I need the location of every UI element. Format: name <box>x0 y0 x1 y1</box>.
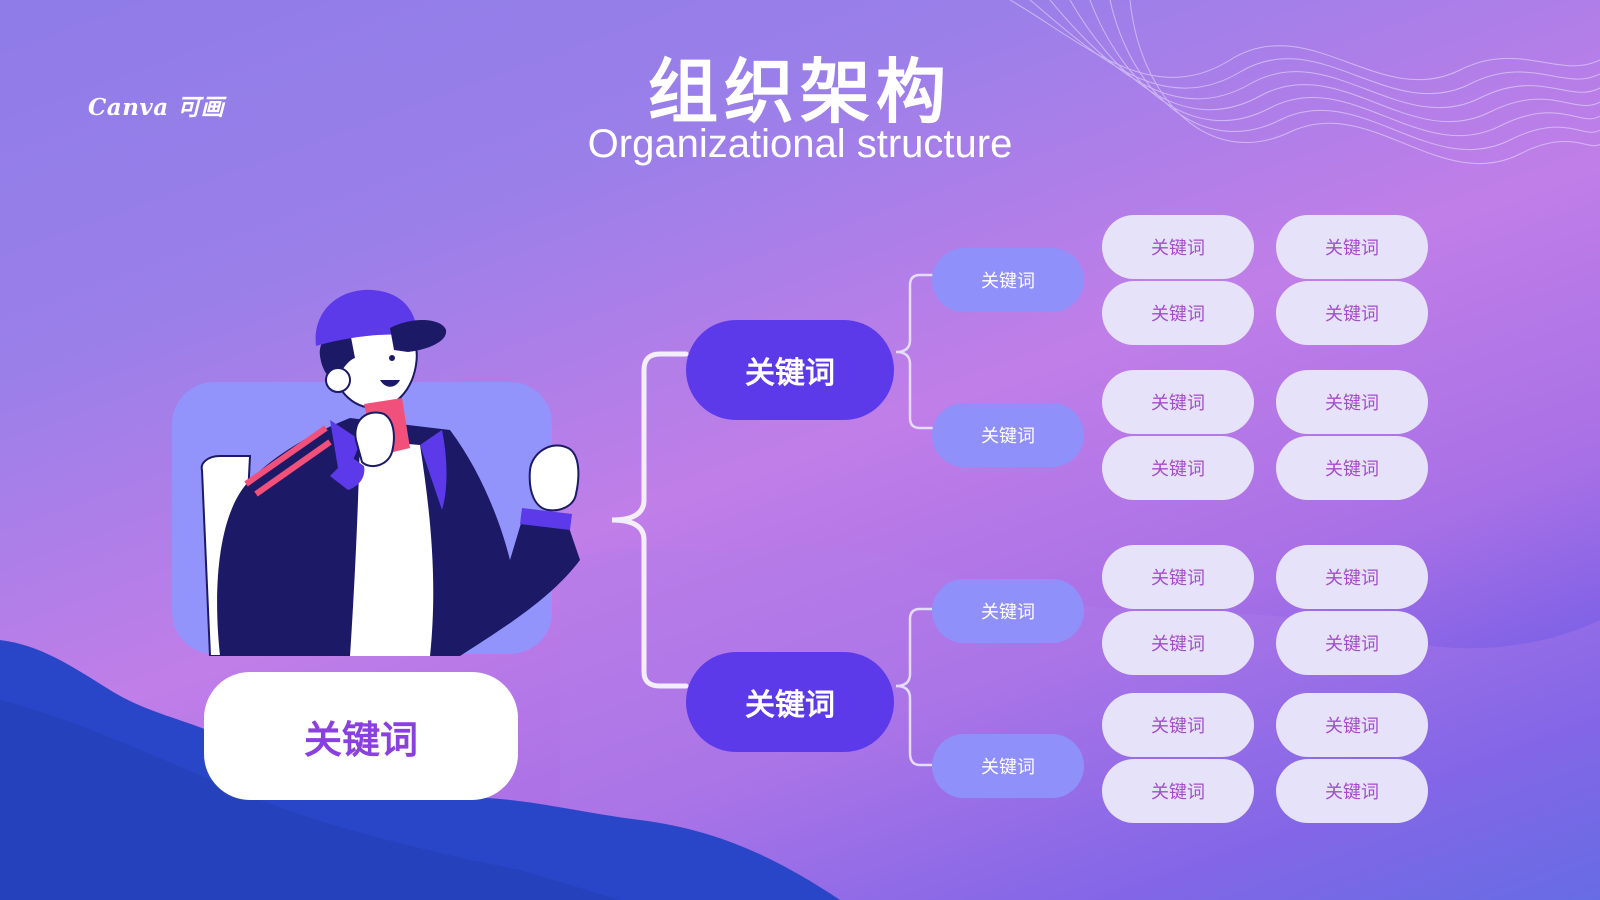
leaf-node: 关键词 <box>1102 545 1254 609</box>
page-title: 组织架构 <box>648 51 952 133</box>
root-keyword-card: 关键词 <box>204 672 518 800</box>
leaf-node: 关键词 <box>1276 759 1428 823</box>
leaf-node: 关键词 <box>1276 611 1428 675</box>
leaf-node: 关键词 <box>1276 693 1428 757</box>
leaf-node: 关键词 <box>1276 370 1428 434</box>
leaf-node: 关键词 <box>1102 370 1254 434</box>
leaf-node: 关键词 <box>1102 436 1254 500</box>
leaf-node: 关键词 <box>1102 611 1254 675</box>
leaf-node: 关键词 <box>1102 281 1254 345</box>
mountain-near-shade <box>0 700 620 900</box>
leaf-node: 关键词 <box>1102 215 1254 279</box>
root-brace <box>611 351 689 689</box>
wave-lines-decoration <box>1009 0 1600 165</box>
branch-1-sub-2-node: 关键词 <box>932 403 1084 467</box>
branch-2-sub-2-node: 关键词 <box>932 734 1084 798</box>
leaf-node: 关键词 <box>1102 693 1254 757</box>
branch-2-connector <box>895 607 934 767</box>
branch-1-sub-1-node: 关键词 <box>932 248 1084 312</box>
leaf-node: 关键词 <box>1276 436 1428 500</box>
branch-2-node: 关键词 <box>686 652 894 752</box>
leaf-node: 关键词 <box>1276 545 1428 609</box>
branch-2-sub-1-node: 关键词 <box>932 579 1084 643</box>
branch-1-node: 关键词 <box>686 320 894 420</box>
branch-1-connector <box>895 273 934 430</box>
canva-logo: Canva 可画 <box>88 94 225 121</box>
person-illustration <box>200 289 580 656</box>
leaf-node: 关键词 <box>1276 215 1428 279</box>
page-subtitle: Organizational structure <box>587 122 1013 166</box>
leaf-node: 关键词 <box>1276 281 1428 345</box>
leaf-node: 关键词 <box>1102 759 1254 823</box>
